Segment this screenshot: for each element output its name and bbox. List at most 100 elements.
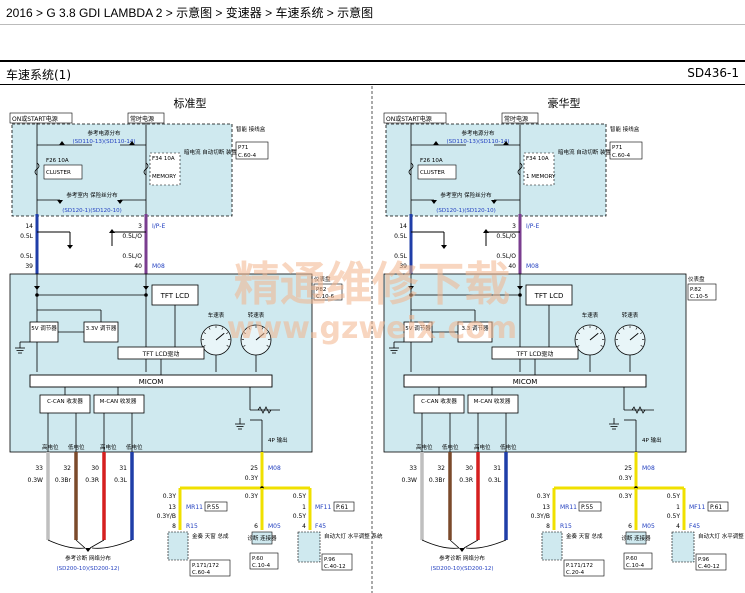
cutoff-label: 暗电流 自动切断 装置 xyxy=(184,148,237,156)
branch-wire2: 0.3Y xyxy=(619,493,633,500)
pin-40: 40 xyxy=(508,263,516,270)
pin-14: 14 xyxy=(25,223,33,230)
branch-wire1: 0.3Y xyxy=(163,493,177,500)
page-code: SD436-1 xyxy=(687,66,739,80)
mcan-low-label: 低电位 xyxy=(500,443,517,451)
tacho-gauge-needle xyxy=(255,332,265,341)
smart-junction-ref2: C.60-4 xyxy=(238,153,257,159)
ground-ref-label: 参考室内 保险丝分布 xyxy=(66,191,118,199)
breadcrumb-text: 2016 > G 3.8 GDI LAMBDA 2 > 示意图 > 变速器 > … xyxy=(6,6,374,20)
reg5v-label: 5V 调节器 xyxy=(31,324,57,332)
bus-dot-2 xyxy=(518,293,522,297)
level-ref-box xyxy=(695,553,727,571)
on-power-arrow xyxy=(433,141,439,145)
ground-ref-code: (SD120-1)(SD120-10) xyxy=(436,208,496,214)
micom-box xyxy=(29,374,273,388)
fuse1-name-box xyxy=(43,164,83,180)
fuse1-label: F26 10A xyxy=(46,158,69,164)
bus-dot-1 xyxy=(35,293,39,297)
ground-ref-arrow-left xyxy=(57,200,63,204)
diag-name: 诊断 连接器 xyxy=(247,534,277,542)
mr-wire: 0.3Y/B xyxy=(157,513,176,520)
on-power-label-box xyxy=(9,112,73,124)
speedo-gauge-tick xyxy=(221,327,224,330)
conn-m08-top: M08 xyxy=(152,263,165,270)
smart-junction-ref1: P71 xyxy=(238,145,248,151)
mf-ref-box xyxy=(707,501,729,512)
level-module xyxy=(297,531,321,563)
f45-conn: F45 xyxy=(315,523,326,530)
f45-conn: F45 xyxy=(689,523,700,530)
fuse2-icon xyxy=(143,162,149,176)
panel-heading: 豪华型 xyxy=(548,96,581,110)
tacho-gauge-tick xyxy=(640,332,643,334)
speedo-gauge-tick xyxy=(226,332,229,334)
ref-power-code: (SD110-13)(SD110-14) xyxy=(73,139,136,145)
pin-25: 25 xyxy=(250,465,258,472)
memory-label: 1 MEMORY xyxy=(526,174,556,180)
perm-power-arrow xyxy=(503,141,509,145)
cluster-ref1: P.82 xyxy=(690,287,701,293)
tft-drive-label: TFT LCD驱动 xyxy=(142,351,180,358)
can-converge xyxy=(47,539,133,549)
mcan-box xyxy=(93,394,145,414)
wire-14-branch-arrow xyxy=(441,245,447,249)
ccan-box xyxy=(39,394,91,414)
can-pin-2: 30 xyxy=(91,465,99,472)
wire-14-label: 0.5L xyxy=(394,233,408,240)
memory-box xyxy=(149,152,181,186)
tacho-gauge-tick xyxy=(261,327,264,330)
speedo-label: 车速表 xyxy=(582,311,599,319)
smart-junction-label: 智能 接线盒 xyxy=(236,125,266,133)
micom-label: MICOM xyxy=(139,378,164,386)
smart-junction-ref-box xyxy=(609,141,643,160)
amp-ref1: P.171/172 xyxy=(566,563,593,569)
watermark: 精通维修下载 www.gzweix.com xyxy=(227,257,517,346)
ccan-high-label: 高电位 xyxy=(416,443,433,451)
reg5v-box xyxy=(29,321,59,343)
fuse2-label: F34 10A xyxy=(152,156,175,162)
panel-standard: 标准型ON或START电源常时电源智能 接线盒P71C.60-4参考电源分布(S… xyxy=(9,96,383,577)
level-ref1: P.96 xyxy=(324,557,336,563)
tacho-gauge-tick xyxy=(266,332,269,334)
tacho-gauge-tick xyxy=(622,327,625,330)
memory-label: MEMORY xyxy=(152,174,177,180)
mcan-low-label: 低电位 xyxy=(126,443,143,451)
smart-junction-ref-box xyxy=(235,141,269,160)
tft-drive-label: TFT LCD驱动 xyxy=(516,351,554,358)
can-wire-label-2: 0.3R xyxy=(459,477,473,484)
wire-25-label: 0.3Y xyxy=(245,475,259,482)
pin-39: 39 xyxy=(399,263,407,270)
mr-wire: 0.3Y/B xyxy=(531,513,550,520)
can-pin-3: 31 xyxy=(493,465,501,472)
tacho-gauge-tick xyxy=(266,345,269,347)
mr-pin: 13 xyxy=(168,504,176,511)
watermark-url: www.gzweix.com xyxy=(227,311,517,346)
ground-ref-label: 参考室内 保险丝分布 xyxy=(440,191,492,199)
mf-conn: MF11 xyxy=(315,504,331,511)
m05-conn: M05 xyxy=(642,523,655,530)
mr-ref-box xyxy=(578,501,602,512)
can-wire-label-1: 0.3Br xyxy=(55,477,72,484)
ground-ref-arrow-right xyxy=(117,200,123,204)
wire-14-branch-arrow xyxy=(67,245,73,249)
fuse1-name: CLUSTER xyxy=(420,170,445,176)
m05-conn: M05 xyxy=(268,523,281,530)
can-wire-label-2: 0.3R xyxy=(85,477,99,484)
ref-power-label: 参考电源分布 xyxy=(461,129,495,137)
title-rule xyxy=(0,84,745,85)
diag-ref-box xyxy=(623,552,653,570)
wire-3-label: 0.5L/O xyxy=(122,233,142,240)
r15-conn: R15 xyxy=(186,523,198,530)
branch-wire3: 0.5Y xyxy=(293,493,307,500)
ground-ref-arrow-right xyxy=(491,200,497,204)
pin-39: 39 xyxy=(25,263,33,270)
memory-box xyxy=(523,152,555,186)
reg33v-label: 3.3 调节器 xyxy=(462,324,489,332)
diag-module xyxy=(251,531,273,545)
level-ref-box xyxy=(321,553,353,571)
amp-ref1: P.171/172 xyxy=(192,563,219,569)
fuse2-icon xyxy=(517,162,523,176)
f45-pin: 4 xyxy=(302,523,306,530)
